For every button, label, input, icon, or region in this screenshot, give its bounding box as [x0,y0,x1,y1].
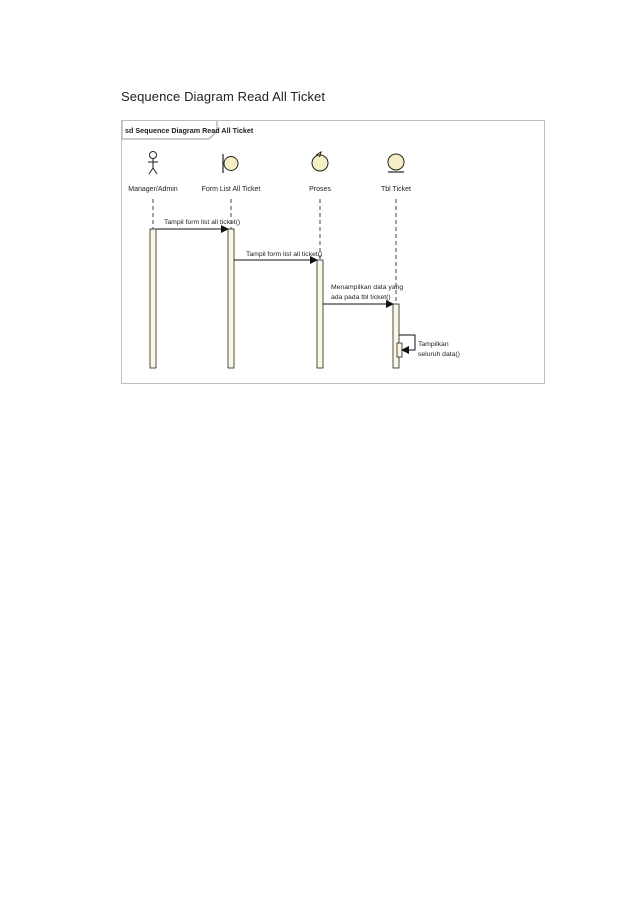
entity-icon [387,153,405,173]
message-label-line-2: ada pada tbl ticket() [331,294,391,301]
lifeline-tbl-ticket: Tbl Ticket [381,153,411,369]
message-label-line-1: Tampilkan [418,341,449,348]
message-4-self: Tampilkan seluruh data() [399,334,460,358]
lifeline-label: Form List All Ticket [202,186,261,193]
lifeline-form-list-all-ticket: Form List All Ticket [202,154,261,369]
message-1: Tampil form list all ticket() [156,219,240,233]
document-title: Sequence Diagram Read All Ticket [121,89,326,104]
activation-bar [227,228,235,369]
activation-bar [316,259,324,369]
lifeline-manager-admin: Manager/Admin [128,151,178,369]
control-icon [311,150,329,172]
message-3: Menampilkan data yang ada pada tbl ticke… [323,284,403,308]
message-label-line-1: Menampilkan data yang [331,284,403,291]
lifeline-label: Proses [309,186,331,193]
lifeline-proses: Proses [309,150,331,369]
boundary-icon [222,154,239,173]
frame-label: sd Sequence Diagram Read All Ticket [125,126,254,135]
diagram-frame: sd Sequence Diagram Read All Ticket Mana… [121,120,545,384]
lifeline-label: Tbl Ticket [381,186,411,193]
lifeline-label: Manager/Admin [128,186,178,193]
message-label: Tampil form list all ticket() [164,219,240,226]
self-message-arrow [399,334,416,354]
message-label-line-2: seluruh data() [418,351,460,358]
message-2: Tampil form list all ticket() [234,251,322,264]
sequence-diagram: sd Sequence Diagram Read All Ticket Mana… [121,121,460,369]
frame-tab: sd Sequence Diagram Read All Ticket [121,121,254,140]
nested-activation-bar [396,342,403,358]
message-label: Tampil form list all ticket() [246,251,322,258]
activation-bar [392,303,400,369]
activation-bar [149,228,157,369]
actor-icon [148,151,158,175]
